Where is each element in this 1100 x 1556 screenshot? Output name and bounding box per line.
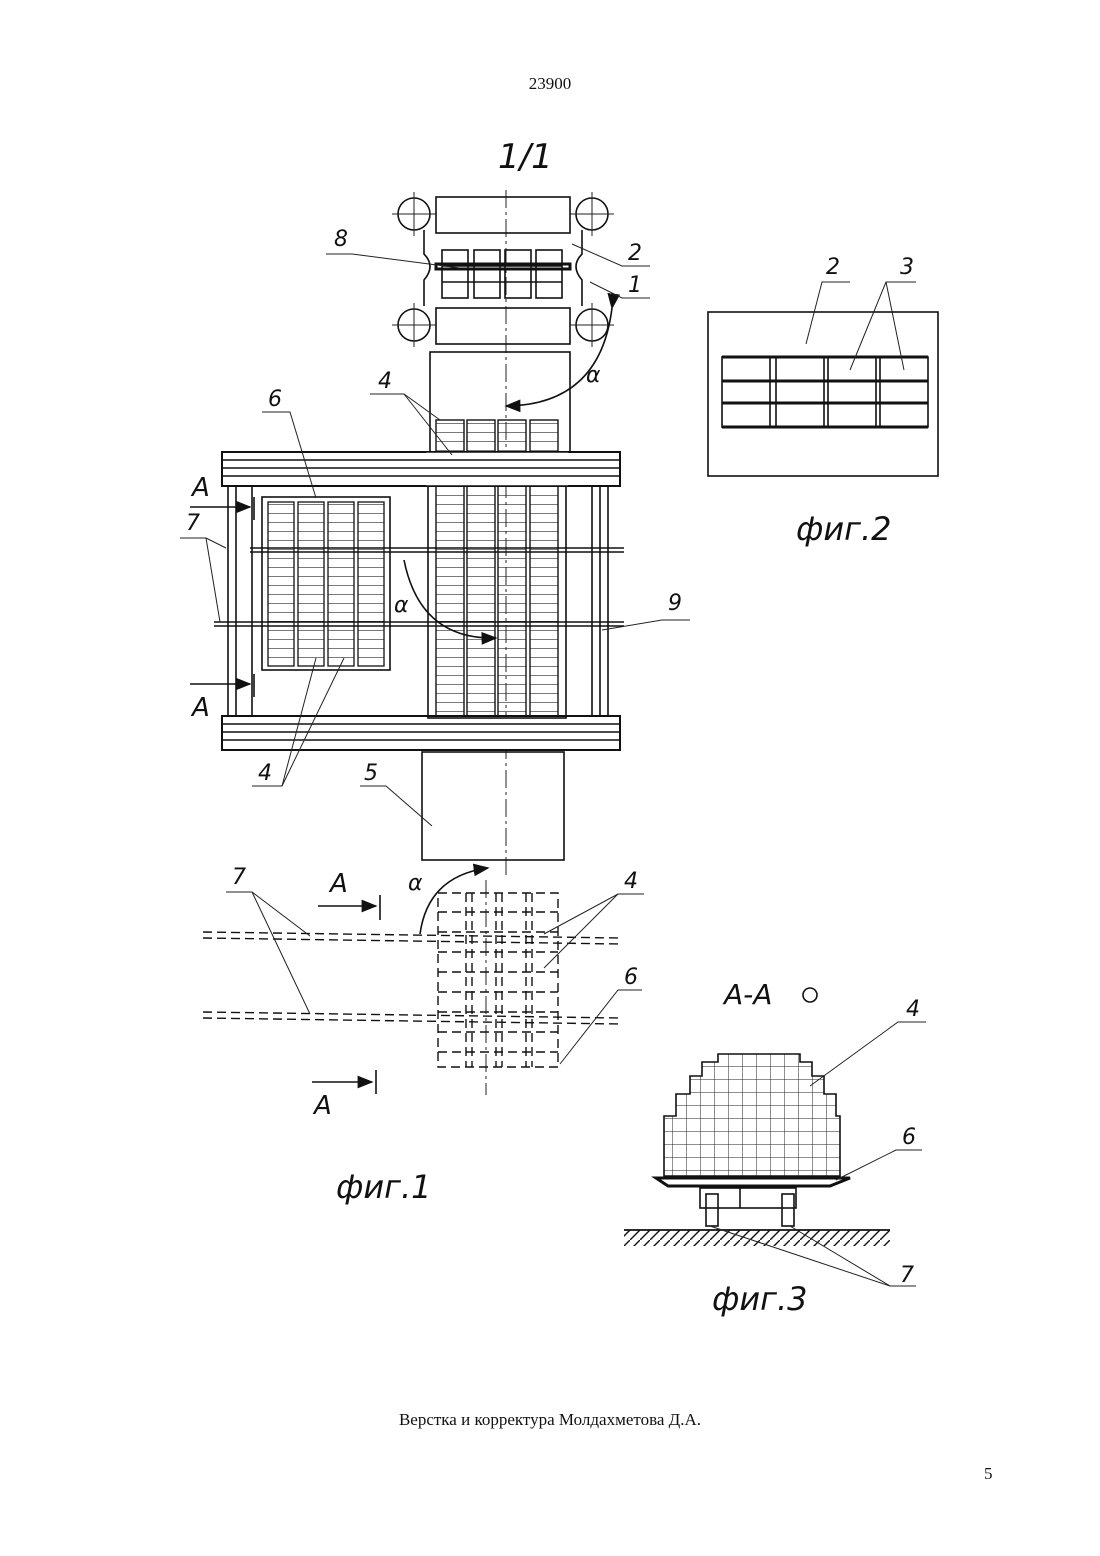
svg-text:9: 9 [668,591,682,616]
svg-text:α: α [586,363,601,388]
svg-text:6: 6 [624,965,638,990]
lower-platform [203,893,620,1067]
svg-text:α: α [394,593,409,618]
svg-text:А: А [190,693,210,723]
page-number: 5 [984,1464,993,1484]
svg-text:А: А [190,473,210,503]
section-markers-lower: А А [312,869,380,1121]
svg-text:4: 4 [258,761,272,786]
fig3-section-label: А-А [722,978,772,1011]
svg-text:1: 1 [628,273,642,298]
footer-credits: Верстка и корректура Молдахметова Д.А. [0,1410,1100,1430]
svg-text:6: 6 [902,1125,916,1150]
svg-text:5: 5 [364,761,378,786]
platform-left [262,497,390,670]
sheet-label: 1/1 [498,137,553,177]
svg-text:α: α [408,871,423,896]
rotation-arc-top [506,308,612,406]
svg-text:3: 3 [900,255,914,280]
rotation-arc-low [420,868,488,934]
fig1-caption: фиг.1 [336,1168,432,1206]
upper-module [392,192,614,347]
fig2-caption: фиг.2 [796,510,892,548]
svg-text:2: 2 [628,241,642,266]
central-modules [426,420,568,718]
rotation-symbol [803,988,817,1002]
svg-text:4: 4 [378,369,392,394]
fig2-drawing: 2 3 [708,255,938,476]
svg-text:4: 4 [624,869,638,894]
svg-text:4: 4 [906,997,920,1022]
svg-text:2: 2 [826,255,840,280]
svg-text:7: 7 [232,865,246,890]
svg-text:8: 8 [334,227,348,252]
svg-text:А: А [312,1091,332,1121]
svg-text:7: 7 [900,1263,914,1288]
svg-text:6: 6 [268,387,282,412]
fig3-caption: фиг.3 [712,1280,808,1318]
svg-text:7: 7 [186,511,200,536]
fig3-drawing: 4 6 7 [624,997,926,1288]
svg-text:А: А [328,869,348,899]
